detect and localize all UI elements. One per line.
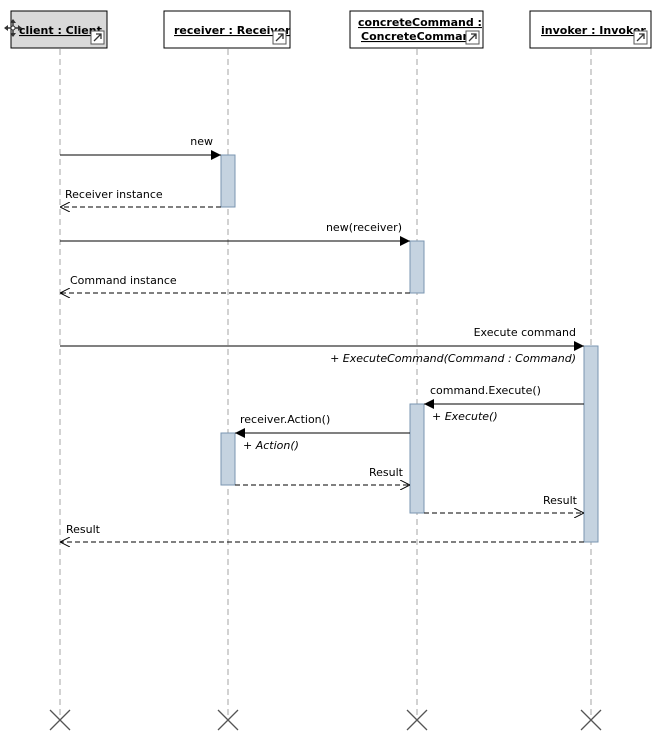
message-command-instance[interactable]: Command instance xyxy=(60,274,410,293)
message-result-1-label: Result xyxy=(369,466,404,479)
activation-receiver-2[interactable] xyxy=(220,432,236,486)
activation-invoker-1[interactable] xyxy=(583,345,599,543)
lifeline-title-concrete-line2: ConcreteCommand xyxy=(361,30,478,43)
message-new[interactable]: new xyxy=(60,135,221,160)
destroy-x-icon xyxy=(406,709,428,731)
shortcut-arrow-glyph xyxy=(636,33,645,42)
activation-concrete-2[interactable] xyxy=(409,403,425,514)
activation-concrete-1[interactable] xyxy=(409,240,425,294)
shortcut-arrow-glyph xyxy=(93,33,102,42)
lifeline-header-receiver[interactable]: receiver : Receiver xyxy=(163,10,291,49)
message-receiver-action-operation: + Action() xyxy=(243,439,299,452)
message-receiver-action[interactable]: receiver.Action() + Action() xyxy=(235,413,410,452)
lifeline-header-invoker[interactable]: invoker : Invoker xyxy=(529,10,652,49)
lifeline-header-client[interactable]: client : Client xyxy=(4,10,108,49)
message-command-execute[interactable]: command.Execute() + Execute() xyxy=(424,384,584,423)
lifeline-title-invoker: invoker : Invoker xyxy=(541,24,646,37)
messages: new Receiver instance new(receiver) Comm… xyxy=(60,135,584,542)
message-result-2[interactable]: Result xyxy=(424,494,584,513)
destroy-x-icon xyxy=(49,709,71,731)
message-command-execute-label: command.Execute() xyxy=(430,384,541,397)
lifeline-title-concrete-line1: concreteCommand : xyxy=(358,16,482,29)
message-result-1[interactable]: Result xyxy=(235,466,410,485)
move-cursor-icon xyxy=(4,19,22,37)
lifeline-header-concrete[interactable]: concreteCommand : ConcreteCommand xyxy=(349,10,484,49)
message-result-3[interactable]: Result xyxy=(60,523,584,542)
destroy-x-icon xyxy=(217,709,239,731)
message-execute-command[interactable]: Execute command + ExecuteCommand(Command… xyxy=(60,326,584,365)
destroy-x-icon xyxy=(580,709,602,731)
shortcut-arrow-glyph xyxy=(275,33,284,42)
message-result-3-label: Result xyxy=(66,523,101,536)
message-new-receiver[interactable]: new(receiver) xyxy=(60,221,410,246)
message-new-receiver-label: new(receiver) xyxy=(326,221,402,234)
message-command-instance-label: Command instance xyxy=(70,274,177,287)
message-receiver-instance[interactable]: Receiver instance xyxy=(60,188,221,207)
lifeline-title-receiver: receiver : Receiver xyxy=(174,24,291,37)
shortcut-arrow-glyph xyxy=(468,33,477,42)
message-result-2-label: Result xyxy=(543,494,578,507)
activation-receiver-1[interactable] xyxy=(220,154,236,208)
lifeline-title-client: client : Client xyxy=(19,24,102,37)
message-new-label: new xyxy=(190,135,213,148)
message-receiver-instance-label: Receiver instance xyxy=(65,188,163,201)
destruction-markers xyxy=(49,709,602,731)
message-execute-command-label: Execute command xyxy=(474,326,576,339)
activations xyxy=(220,154,599,543)
message-receiver-action-label: receiver.Action() xyxy=(240,413,330,426)
message-command-execute-operation: + Execute() xyxy=(432,410,498,423)
message-execute-command-operation: + ExecuteCommand(Command : Command) xyxy=(330,352,576,365)
